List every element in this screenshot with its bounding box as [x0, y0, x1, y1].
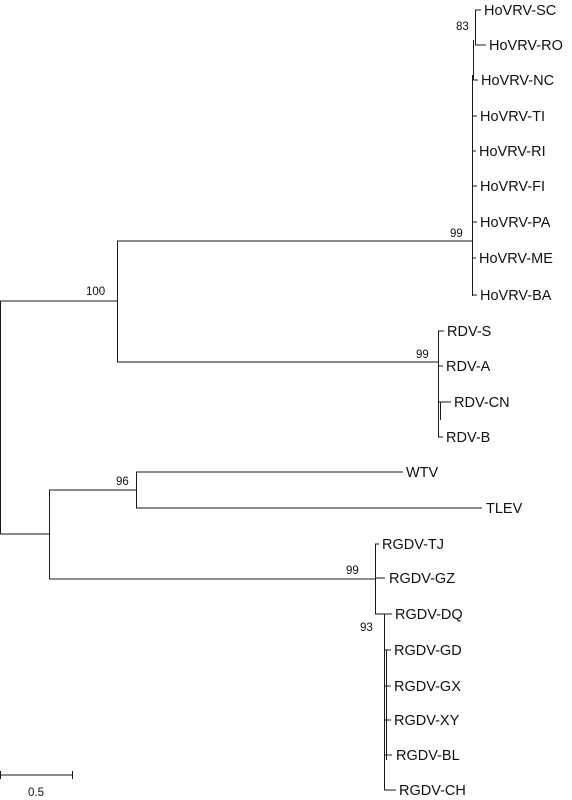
leaf-label: HoVRV-BA: [480, 288, 552, 304]
leaf-label: HoVRV-TI: [480, 109, 545, 125]
leaf-label: TLEV: [486, 501, 523, 517]
leaf-label: HoVRV-RO: [489, 38, 563, 54]
leaf-label: RGDV-GD: [394, 643, 462, 659]
leaf-label: RGDV-CH: [399, 783, 466, 799]
leaf-label: HoVRV-PA: [480, 215, 551, 231]
leaf-label: RGDV-GZ: [389, 571, 455, 587]
leaf-label: RGDV-DQ: [395, 607, 463, 623]
leaf-label: WTV: [406, 465, 439, 481]
support-value: 96: [116, 476, 129, 488]
leaf-label: RDV-B: [446, 430, 490, 446]
support-value: 83: [456, 21, 469, 33]
leaf-label: RDV-S: [447, 324, 491, 340]
scale-bar-label: 0.5: [28, 787, 44, 799]
leaf-label: RGDV-TJ: [382, 537, 444, 553]
support-value: 99: [450, 228, 463, 240]
leaf-label: HoVRV-FI: [480, 179, 545, 195]
leaf-label: HoVRV-SC: [484, 3, 556, 19]
leaf-label: HoVRV-RI: [479, 144, 546, 160]
support-value: 99: [416, 349, 429, 361]
leaf-label: RGDV-BL: [396, 748, 460, 764]
scale-bar: 0.5: [0, 771, 73, 799]
leaf-label: RDV-A: [446, 359, 491, 375]
support-value: 100: [86, 286, 105, 298]
tree-branches: [0, 9, 486, 791]
leaf-label: HoVRV-ME: [479, 251, 553, 267]
support-values: 100 99 83 99 96 99 93: [86, 21, 469, 634]
leaf-label: RDV-CN: [454, 395, 510, 411]
support-value: 99: [346, 565, 359, 577]
leaf-label: RGDV-GX: [394, 679, 461, 695]
leaf-labels: HoVRV-SC HoVRV-RO HoVRV-NC HoVRV-TI HoVR…: [382, 3, 563, 799]
support-value: 93: [360, 622, 373, 634]
leaf-label: RGDV-XY: [394, 713, 460, 729]
leaf-label: HoVRV-NC: [481, 73, 554, 89]
